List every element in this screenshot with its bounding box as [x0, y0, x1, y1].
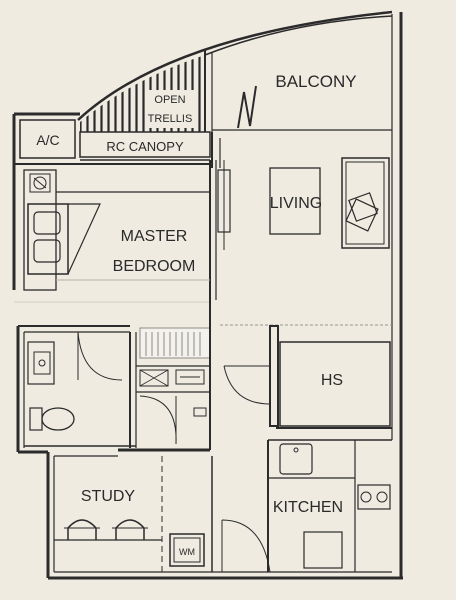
basin-icon[interactable]: [27, 341, 55, 385]
toilet-icon[interactable]: [29, 407, 75, 431]
wm-label: WM: [179, 547, 195, 557]
stove-icon[interactable]: [357, 484, 391, 510]
master-bedroom-label-line2: BEDROOM: [113, 258, 196, 275]
open-trellis-label-line2: TRELLIS: [148, 113, 193, 125]
household-shelter: HS: [223, 325, 392, 429]
outer-walls: [12, 10, 403, 580]
rc-canopy: RC CANOPY: [79, 131, 211, 161]
study-label: STUDY: [81, 488, 136, 505]
sliding-door-icon[interactable]: [237, 85, 257, 129]
master-bedroom-label-line1: MASTER: [121, 228, 188, 245]
study: STUDY: [53, 455, 163, 572]
hs-label: HS: [321, 372, 343, 389]
bathroom: [18, 325, 137, 448]
rc-canopy-label: RC CANOPY: [106, 139, 184, 154]
corridor-closets: [118, 300, 211, 452]
chair-icon[interactable]: [112, 519, 148, 540]
balcony: BALCONY: [204, 50, 392, 132]
chair-icon[interactable]: [64, 519, 100, 540]
open-trellis-label-line1: OPEN: [154, 94, 185, 106]
living-label: LIVING: [270, 195, 322, 212]
kitchen: KITCHEN: [221, 439, 392, 573]
kitchen-label: KITCHEN: [273, 499, 343, 516]
bed-icon[interactable]: [27, 203, 101, 275]
master-bedroom: MASTER BEDROOM: [14, 160, 217, 303]
washing-machine: WM: [169, 456, 213, 572]
sofa-icon[interactable]: [341, 157, 390, 249]
balcony-label: BALCONY: [275, 72, 356, 91]
sink-icon[interactable]: [279, 443, 313, 475]
ac-label: A/C: [36, 132, 59, 148]
living-room: LIVING: [211, 132, 392, 326]
ac-ledge: A/C: [19, 119, 76, 159]
wardrobe-icon[interactable]: [23, 169, 57, 291]
